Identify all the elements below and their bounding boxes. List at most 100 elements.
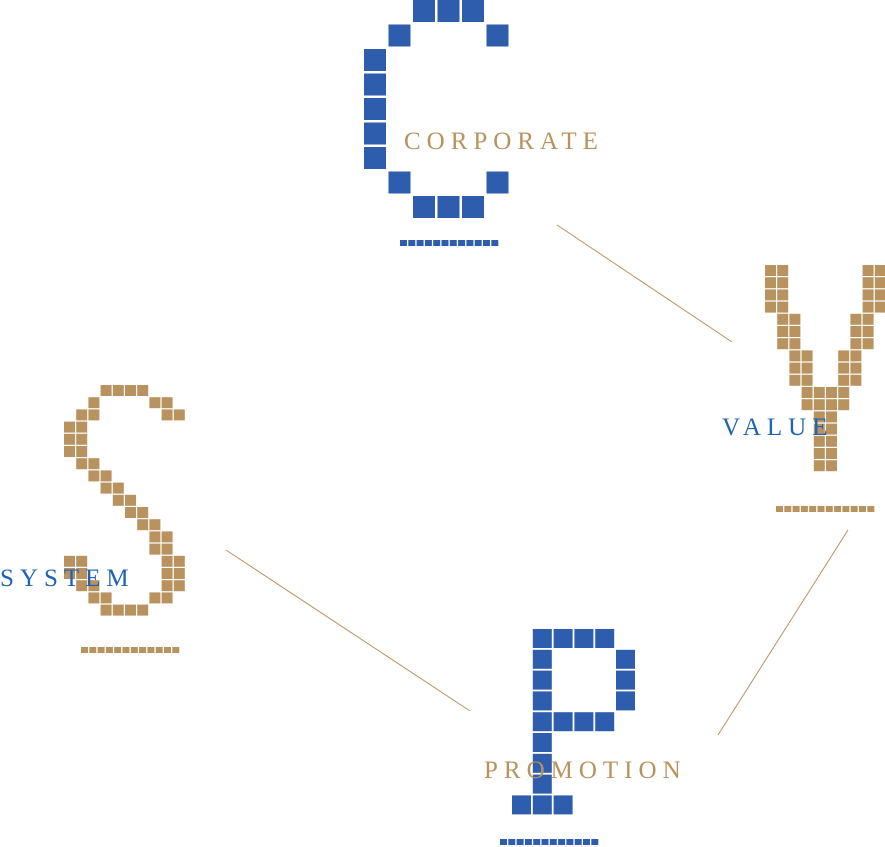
pixel-block bbox=[161, 409, 173, 421]
underline-segment bbox=[776, 506, 783, 512]
pixel-block bbox=[838, 399, 850, 411]
letter-p-glyph bbox=[500, 629, 635, 845]
connector-lines bbox=[225, 224, 849, 736]
underline-segment bbox=[114, 647, 122, 653]
pixel-block bbox=[801, 387, 813, 398]
pixel-block bbox=[437, 0, 460, 22]
pixel-block bbox=[100, 592, 112, 604]
pixel-block bbox=[789, 362, 801, 374]
underline-segment bbox=[491, 240, 499, 246]
underline-segment bbox=[867, 506, 875, 512]
letter-c-glyph bbox=[364, 0, 509, 246]
pixel-block bbox=[532, 691, 552, 711]
pixel-block bbox=[64, 568, 75, 579]
pixel-block bbox=[149, 531, 161, 543]
pixel-block bbox=[813, 460, 825, 472]
pixel-block bbox=[850, 374, 862, 386]
pixel-block bbox=[76, 580, 88, 592]
pixel-block bbox=[532, 670, 552, 690]
pixel-block bbox=[777, 265, 789, 276]
underline-segment bbox=[147, 647, 155, 653]
underline-segment bbox=[784, 506, 792, 512]
pixel-block bbox=[801, 362, 813, 374]
pixel-block bbox=[161, 531, 173, 543]
underline-segment bbox=[834, 506, 842, 512]
pixel-block bbox=[161, 397, 173, 409]
pixel-block bbox=[574, 629, 594, 648]
pixel-block bbox=[161, 543, 173, 555]
pixel-block bbox=[813, 387, 825, 398]
letter-v-glyph bbox=[765, 265, 885, 512]
pixel-block bbox=[161, 568, 173, 579]
underline-segment bbox=[164, 647, 171, 653]
underline-segment bbox=[516, 839, 524, 845]
pixel-block bbox=[100, 604, 112, 616]
pixel-block bbox=[813, 411, 825, 423]
pixel-block bbox=[100, 470, 112, 482]
underline-segment bbox=[566, 839, 574, 845]
pixel-block bbox=[874, 301, 885, 313]
pixel-block bbox=[826, 448, 837, 459]
pixel-block bbox=[64, 433, 75, 445]
pixel-block bbox=[149, 519, 161, 531]
pixel-block bbox=[838, 387, 850, 398]
underline-segment bbox=[817, 506, 825, 512]
pixel-block bbox=[595, 629, 615, 648]
pixel-block bbox=[789, 338, 801, 350]
underline-segment bbox=[842, 506, 850, 512]
pixel-block bbox=[616, 649, 635, 669]
pixel-block bbox=[88, 580, 100, 592]
pixel-block bbox=[76, 433, 88, 445]
pixel-block bbox=[862, 326, 874, 337]
pixel-block bbox=[862, 277, 874, 289]
pixel-block bbox=[161, 580, 173, 592]
pixel-block bbox=[64, 421, 75, 433]
underline-segment bbox=[466, 240, 474, 246]
pixel-block bbox=[112, 604, 124, 616]
underline-segment bbox=[400, 240, 407, 246]
underline-segment bbox=[172, 647, 180, 653]
pixel-block bbox=[512, 795, 531, 815]
pixel-block bbox=[777, 326, 789, 337]
pixel-block bbox=[112, 494, 124, 506]
underline-segment bbox=[558, 839, 566, 845]
pixel-block bbox=[813, 448, 825, 459]
underline-segment bbox=[809, 506, 817, 512]
pixel-block bbox=[76, 458, 88, 470]
pixel-block bbox=[364, 122, 386, 145]
underline-segment bbox=[441, 240, 449, 246]
pixel-block bbox=[532, 733, 552, 752]
pixel-block bbox=[826, 423, 837, 435]
pixel-block bbox=[125, 507, 136, 518]
pixel-block bbox=[801, 350, 813, 362]
pixel-block bbox=[850, 350, 862, 362]
pixel-block bbox=[532, 649, 552, 669]
pixel-block bbox=[486, 171, 509, 194]
pixel-block bbox=[437, 196, 460, 218]
pixel-block bbox=[137, 519, 149, 531]
underline-segment bbox=[130, 647, 138, 653]
pixel-block bbox=[862, 301, 874, 313]
pixel-block bbox=[838, 350, 850, 362]
label-corporate: CORPORATE bbox=[404, 128, 604, 155]
pixel-block bbox=[789, 313, 801, 325]
pixel-block bbox=[486, 24, 509, 47]
pixel-block bbox=[161, 555, 173, 567]
underline-segment bbox=[424, 240, 432, 246]
pixel-block bbox=[413, 0, 435, 22]
pixel-block bbox=[765, 265, 776, 276]
pixel-block bbox=[532, 629, 552, 648]
underline-segment bbox=[541, 839, 549, 845]
pixel-block bbox=[850, 326, 862, 337]
pixel-block bbox=[76, 409, 88, 421]
pixel-block bbox=[76, 446, 88, 457]
pixel-block bbox=[364, 73, 386, 96]
pixel-block bbox=[777, 338, 789, 350]
underline-segment bbox=[549, 839, 557, 845]
underline-segment bbox=[524, 839, 532, 845]
pixel-block bbox=[850, 338, 862, 350]
pixel-block bbox=[112, 385, 124, 396]
pixel-block bbox=[777, 313, 789, 325]
pixel-block bbox=[838, 362, 850, 374]
connector-corporate-value bbox=[556, 224, 733, 343]
